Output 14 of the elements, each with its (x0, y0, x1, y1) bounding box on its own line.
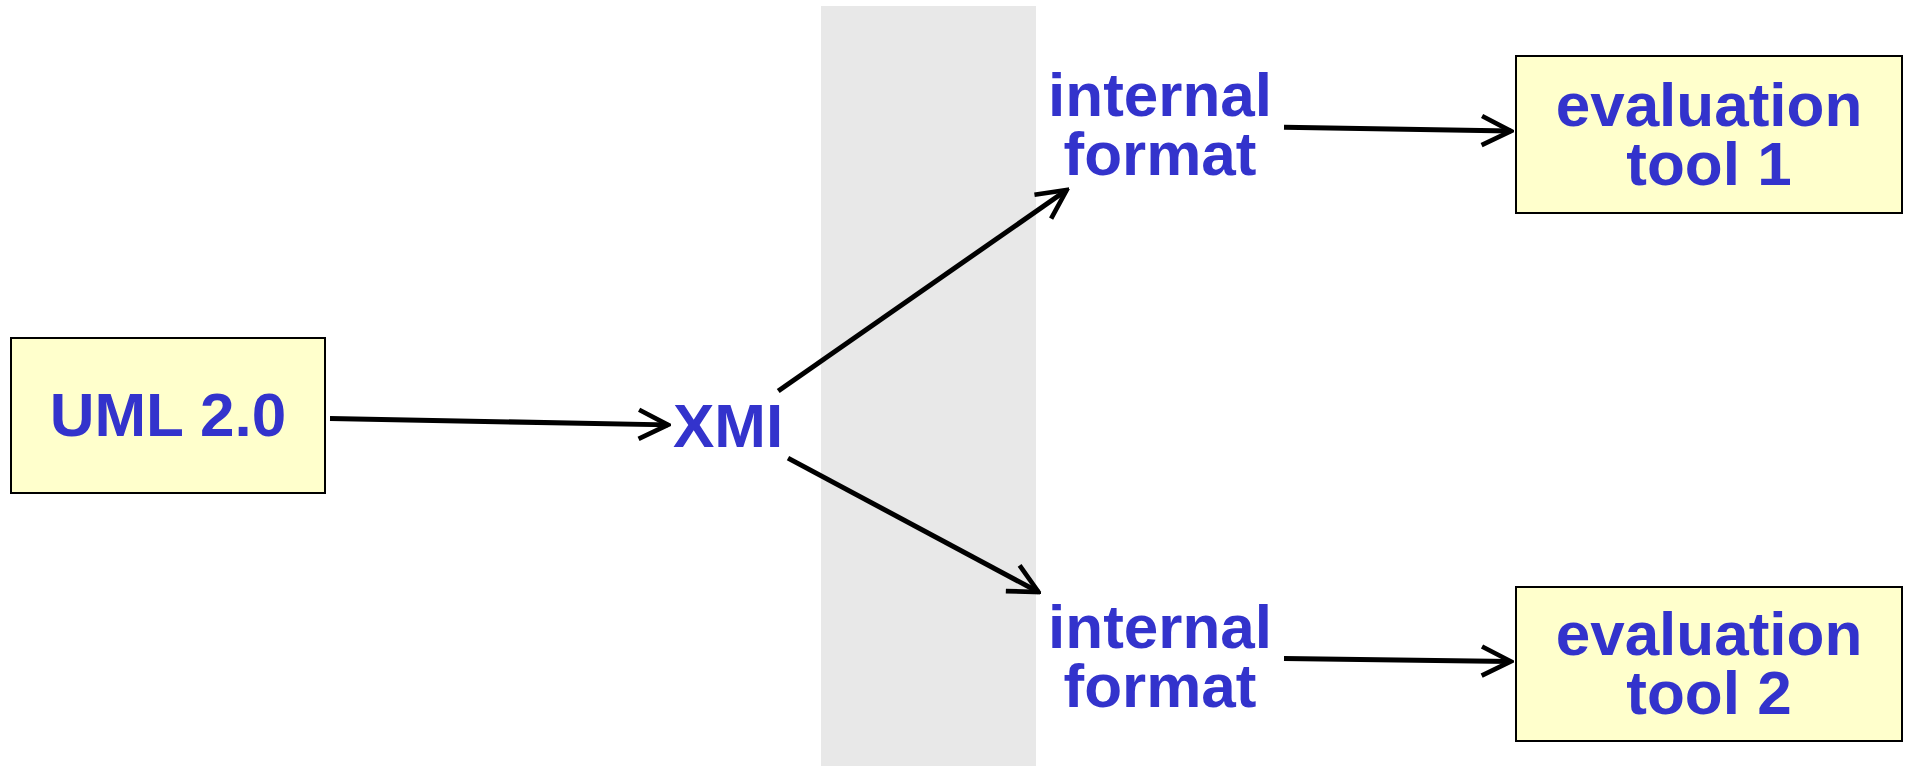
arrow (776, 187, 1070, 394)
arrow (786, 455, 1041, 595)
node-label: XMI (672, 396, 784, 456)
node-label: internal format (1047, 66, 1273, 184)
arrow (1283, 113, 1514, 148)
process-box (10, 337, 326, 494)
arrow (329, 407, 671, 442)
process-box (1515, 586, 1903, 742)
box-label: UML 2.0 (49, 386, 287, 445)
box-label: evaluation tool 1 (1554, 75, 1864, 194)
process-box (1515, 55, 1903, 214)
node-label: internal format (1047, 598, 1273, 716)
box-label: evaluation tool 2 (1554, 605, 1864, 723)
arrow (1283, 644, 1514, 678)
